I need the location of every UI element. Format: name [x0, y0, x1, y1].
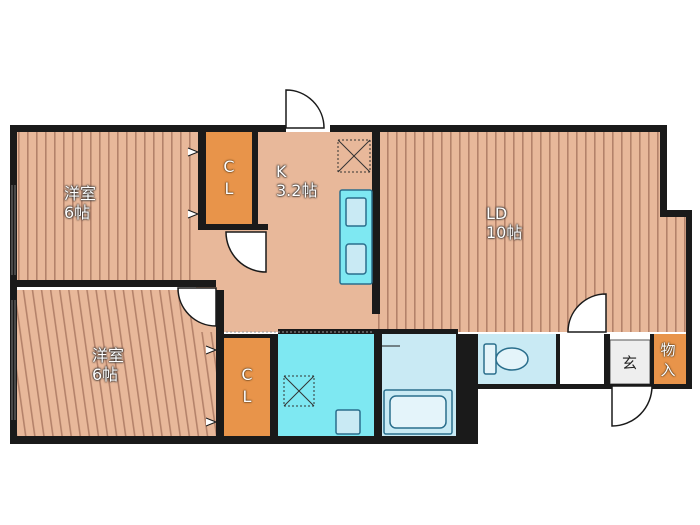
living-dining-floor	[378, 132, 666, 332]
entrance-label: 玄	[622, 354, 638, 372]
corridor-floor	[226, 290, 286, 332]
room-size: 10帖	[486, 223, 523, 242]
ld-entry-door	[567, 293, 607, 333]
kitchen-label: K 3.2帖	[276, 162, 317, 200]
closet-1	[206, 132, 252, 228]
room-size: 6帖	[64, 203, 91, 222]
storage-char: 入	[660, 361, 676, 379]
walls	[10, 125, 692, 444]
doors	[177, 89, 653, 427]
hall-door	[225, 231, 267, 273]
balcony-door	[285, 89, 325, 129]
living-dining-label: LD 10帖	[486, 204, 522, 242]
closet-letter: C	[241, 365, 253, 384]
closet-letter: L	[242, 387, 252, 406]
kitchen-counter	[339, 189, 373, 285]
closet-letter: L	[224, 179, 234, 198]
western-room-1-label: 洋室 6帖	[64, 184, 96, 222]
western-room-2-floor	[16, 290, 220, 436]
bathtub	[383, 389, 453, 435]
room2-door	[177, 287, 217, 327]
closet-2-label: C L	[232, 364, 262, 408]
entrance-door	[611, 385, 653, 427]
storage-label: 物 入	[658, 340, 678, 380]
washbasin	[335, 409, 361, 435]
ld-right-ext	[666, 214, 686, 332]
room-size: 6帖	[92, 365, 119, 384]
closet-doors	[187, 147, 218, 427]
storage-floor	[650, 334, 686, 384]
closet-1-label: C L	[214, 156, 244, 200]
washroom-floor	[276, 334, 376, 436]
storage-char: 物	[660, 341, 676, 359]
closet-2	[224, 338, 270, 436]
room-size: 3.2帖	[276, 181, 318, 200]
closet-letter: C	[223, 157, 235, 176]
western-room-2-label: 洋室 6帖	[92, 346, 124, 384]
room-name: LD	[486, 204, 508, 223]
laundry-pan	[283, 375, 315, 407]
windows	[11, 185, 16, 420]
entrance-tiles	[609, 339, 651, 385]
entrance-floor	[560, 334, 610, 386]
room-name: 洋室	[92, 346, 125, 365]
western-room-1-floor	[16, 132, 204, 280]
room-name: 洋室	[64, 184, 97, 203]
range-hood	[337, 139, 371, 173]
toilet	[483, 343, 529, 375]
room-name: K	[276, 162, 287, 181]
